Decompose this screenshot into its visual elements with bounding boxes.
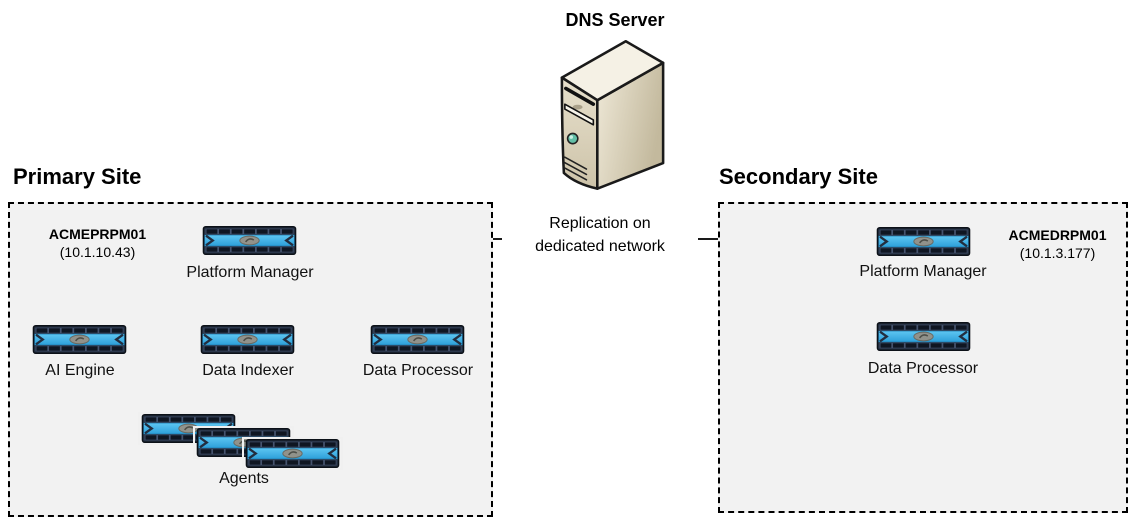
appliance-icon xyxy=(32,325,127,354)
appliance-icon xyxy=(244,439,341,468)
secondary-platform-manager-label: Platform Manager xyxy=(859,263,987,280)
primary-host-ip: (10.1.10.43) xyxy=(59,244,136,260)
replication-label: Replication on dedicated network xyxy=(502,212,698,258)
dns-server-label: DNS Server xyxy=(565,10,665,30)
secondary-host-name: ACMEDRPM01 xyxy=(1008,227,1107,243)
primary-ai-engine-label: AI Engine xyxy=(45,362,115,379)
appliance-icon xyxy=(875,227,972,256)
primary-platform-manager-label: Platform Manager xyxy=(186,264,314,281)
replication-label-line1: Replication on xyxy=(549,215,651,232)
secondary-site-title: Secondary Site xyxy=(719,164,878,189)
primary-agents-label: Agents xyxy=(219,470,269,487)
secondary-host-block: ACMEDRPM01 (10.1.3.177) xyxy=(995,226,1120,262)
primary-data-indexer-label: Data Indexer xyxy=(202,362,294,379)
secondary-host-ip: (10.1.3.177) xyxy=(1019,245,1096,261)
appliance-icon xyxy=(875,322,972,351)
primary-site-title: Primary Site xyxy=(13,164,142,189)
primary-host-name: ACMEPRPM01 xyxy=(48,226,147,242)
appliance-icon xyxy=(200,325,295,354)
primary-host-block: ACMEPRPM01 (10.1.10.43) xyxy=(25,225,170,261)
server-tower-icon xyxy=(556,34,670,192)
replication-label-line2: dedicated network xyxy=(535,238,665,255)
primary-data-processor-label: Data Processor xyxy=(362,362,474,379)
appliance-icon xyxy=(202,226,297,255)
appliance-icon xyxy=(370,325,465,354)
secondary-data-processor-label: Data Processor xyxy=(867,360,979,377)
secondary-site-box xyxy=(718,202,1128,513)
